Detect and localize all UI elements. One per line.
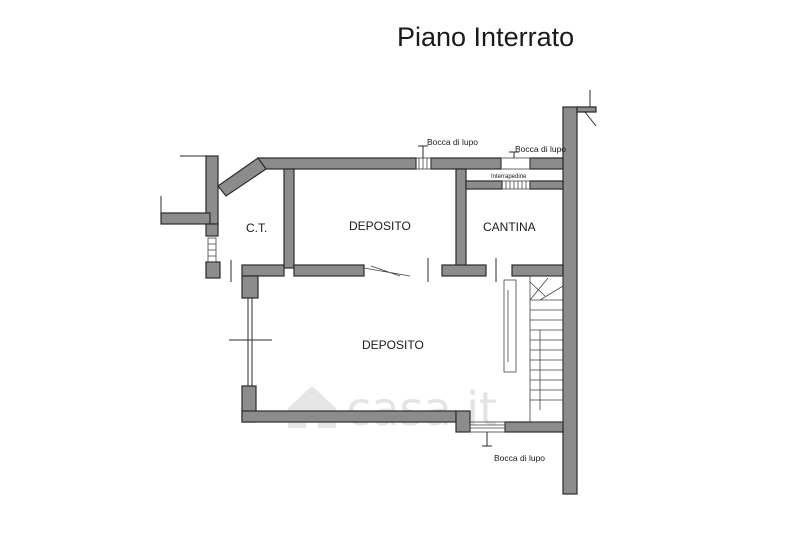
interrapedine-wall-a	[465, 180, 503, 190]
openings	[207, 145, 564, 447]
deposito-door-swing	[363, 265, 411, 277]
north-wall-a	[257, 157, 417, 170]
east-wall	[562, 106, 578, 495]
annotation-interrapedine: Interrapedine	[491, 174, 527, 180]
page-title: Piano Interrato	[397, 22, 574, 52]
mid-wall-d	[511, 264, 564, 277]
room-label-cantina: CANTINA	[483, 220, 536, 234]
outer-stubs	[160, 155, 218, 224]
interrapedine-grille	[501, 180, 531, 190]
interrapedine-wall-b	[529, 180, 564, 190]
room-label-deposito-main: DEPOSITO	[362, 338, 424, 352]
ct-deposito-wall	[283, 168, 295, 269]
west-pier	[241, 275, 259, 299]
bocca-di-lupo-bottom	[469, 421, 506, 447]
annotation-bocca-top-left: Bocca di lupo	[427, 137, 478, 147]
walls	[160, 90, 597, 495]
bocca-di-lupo-top-left	[415, 145, 432, 170]
annotation-bocca-bottom: Bocca di lupo	[494, 453, 545, 463]
east-wall-stub	[584, 90, 597, 127]
deposito-cantina-wall	[455, 168, 467, 269]
south-wall-b	[504, 421, 564, 433]
annotations: Bocca di lupo Bocca di lupo Interrapedin…	[427, 137, 566, 463]
room-label-deposito-top: DEPOSITO	[349, 219, 411, 233]
room-labels: C.T. DEPOSITO CANTINA DEPOSITO	[246, 219, 536, 352]
east-wall-cap	[576, 106, 597, 113]
west-window	[247, 298, 253, 386]
north-wall-c	[529, 157, 564, 170]
ct-west-wall-lower	[205, 223, 219, 237]
mid-wall-a	[241, 264, 285, 277]
staircase	[529, 275, 564, 423]
watermark-text: casa.it	[346, 382, 497, 436]
ct-sw-pier	[205, 261, 221, 279]
corridor-wall	[160, 212, 211, 225]
stair-partition	[503, 279, 517, 373]
diagonal-wall	[217, 157, 267, 197]
mid-wall-c	[441, 264, 487, 277]
annotation-bocca-top-right: Bocca di lupo	[515, 144, 566, 154]
north-wall-b	[430, 157, 502, 170]
mid-wall-b	[293, 264, 365, 277]
south-wall-step	[455, 410, 471, 433]
south-wall-a	[241, 410, 457, 423]
bocca-di-lupo-top-right	[500, 151, 531, 170]
room-label-ct: C.T.	[246, 221, 267, 235]
